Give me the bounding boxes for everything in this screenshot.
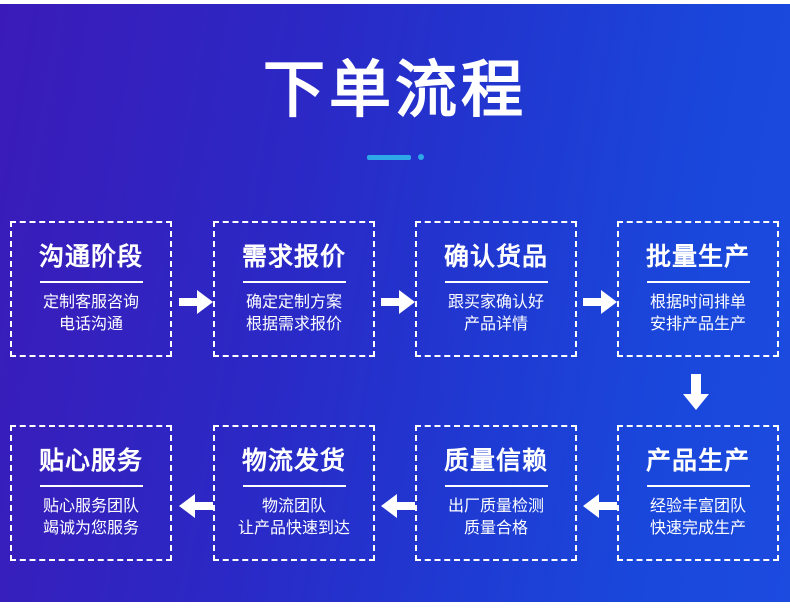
flow-step-divider (39, 485, 143, 487)
flow-step-considerate-service[interactable]: 贴心服务 贴心服务团队 竭诚为您服务 (10, 425, 172, 561)
flow-step-desc-line2: 根据需求报价 (245, 316, 342, 333)
flow-step-title: 质量信赖 (443, 447, 548, 475)
arrow-right-icon (381, 289, 415, 315)
underline-bar (366, 154, 411, 160)
arrow-down-icon (682, 374, 710, 410)
flow-step-desc-line1: 跟买家确认好 (447, 294, 544, 311)
flow-step-desc-line1: 确定定制方案 (245, 294, 342, 311)
flow-step-title: 物流发货 (241, 447, 346, 475)
arrow-right-icon (583, 289, 617, 315)
order-process-poster: 下单流程 沟通阶段 定制客服咨询 电话沟通 需求报价 确定定制方案 根据需求报价 (0, 4, 790, 602)
flow-step-product-production[interactable]: 产品生产 经验丰富团队 快速完成生产 (617, 425, 779, 561)
flow-step-divider (444, 485, 548, 487)
flow-step-divider (242, 281, 346, 283)
flow-step-divider (39, 281, 143, 283)
flow-step-desc-line1: 定制客服咨询 (42, 294, 139, 311)
arrow-left-icon (179, 493, 213, 519)
flow-step-divider (646, 485, 750, 487)
flow-step-title: 贴心服务 (38, 447, 143, 475)
flow-step-title: 需求报价 (241, 243, 346, 271)
flow-step-desc-line1: 出厂质量检测 (447, 498, 544, 515)
flow-step-desc-line1: 经验丰富团队 (649, 498, 746, 515)
flow-step-desc-line1: 根据时间排单 (649, 294, 746, 311)
poster-header: 下单流程 (0, 4, 790, 126)
flow-step-desc-line2: 让产品快速到达 (237, 520, 350, 537)
flow-step-divider (646, 281, 750, 283)
flow-step-desc-line2: 电话沟通 (58, 316, 123, 333)
flow-step-divider (242, 485, 346, 487)
arrow-right-icon (179, 289, 213, 315)
flow-step-quality-assurance[interactable]: 质量信赖 出厂质量检测 质量合格 (415, 425, 577, 561)
flow-step-title: 沟通阶段 (38, 243, 143, 271)
arrow-left-icon (583, 493, 617, 519)
flow-step-desc-line2: 产品详情 (463, 316, 528, 333)
flow-step-desc-line2: 竭诚为您服务 (42, 520, 139, 537)
flow-step-title: 批量生产 (645, 243, 750, 271)
flow-step-desc-line2: 质量合格 (463, 520, 528, 537)
flow-step-desc-line2: 快速完成生产 (649, 520, 746, 537)
flow-row-top: 沟通阶段 定制客服咨询 电话沟通 需求报价 确定定制方案 根据需求报价 确认货品… (0, 217, 790, 357)
flow-step-divider (444, 281, 548, 283)
underline-dot (417, 154, 424, 160)
page-title: 下单流程 (262, 56, 527, 125)
arrow-left-icon (381, 493, 415, 519)
flow-step-title: 确认货品 (443, 243, 548, 271)
flow-step-logistics-shipping[interactable]: 物流发货 物流团队 让产品快速到达 (213, 425, 375, 561)
flow-step-desc-line2: 安排产品生产 (649, 316, 746, 333)
flow-step-desc-line1: 贴心服务团队 (42, 498, 139, 515)
title-underline-decoration (0, 152, 790, 162)
flow-step-desc-line1: 物流团队 (261, 498, 326, 515)
flow-row-bottom: 贴心服务 贴心服务团队 竭诚为您服务 物流发货 物流团队 让产品快速到达 质量信… (0, 421, 790, 561)
flow-step-communication[interactable]: 沟通阶段 定制客服咨询 电话沟通 (10, 221, 172, 357)
flow-step-mass-production[interactable]: 批量生产 根据时间排单 安排产品生产 (617, 221, 779, 357)
flow-step-confirm-goods[interactable]: 确认货品 跟买家确认好 产品详情 (415, 221, 577, 357)
flow-step-quotation[interactable]: 需求报价 确定定制方案 根据需求报价 (213, 221, 375, 357)
flow-step-title: 产品生产 (645, 447, 750, 475)
